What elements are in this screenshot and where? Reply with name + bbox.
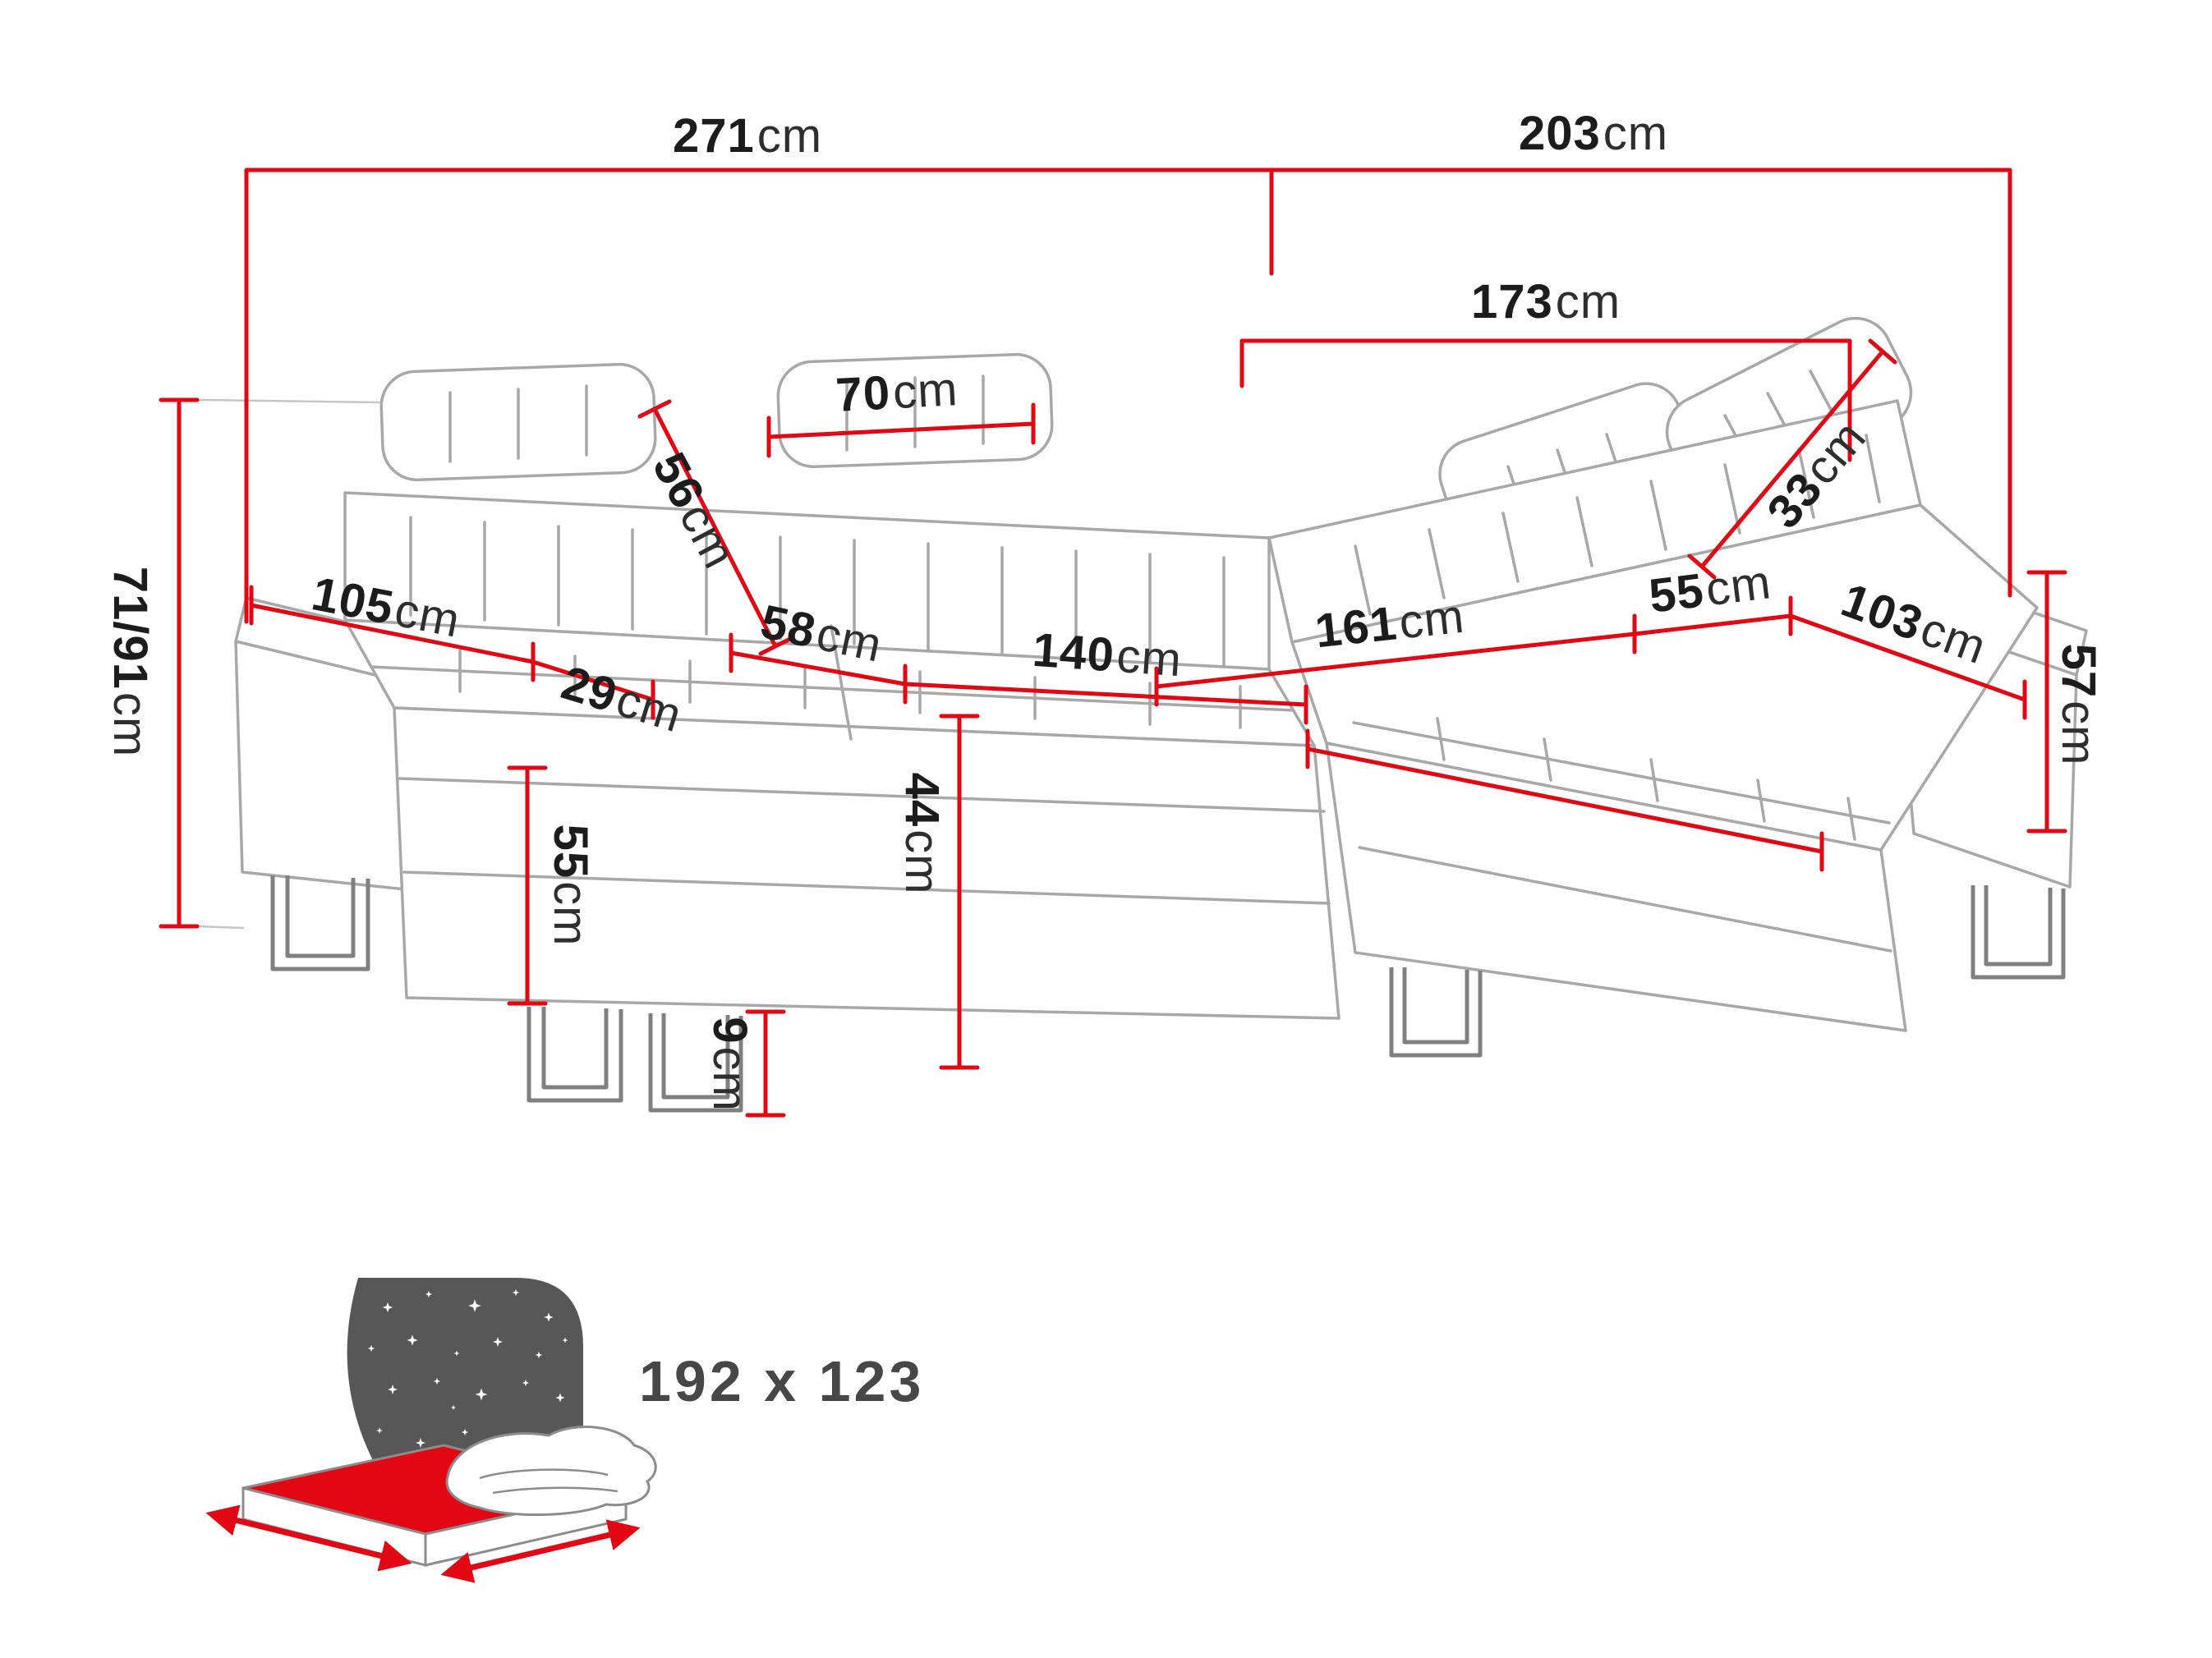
dimension-lines [159,168,2067,1118]
dim-value: 140 [1030,622,1117,682]
dim-line-105-29 [249,585,655,720]
dim-line-total [244,168,2012,624]
dim-line-9 [745,1009,786,1118]
dim-headrest-width: 70cm [834,362,959,422]
dim-unit: cm [756,109,823,163]
bed-sleeping-area-icon [205,1278,657,1583]
dim-value: 57 [2052,643,2105,699]
length-arrow [440,1519,641,1583]
dim-line-58-140 [729,632,1308,725]
dim-unit: cm [1603,107,1669,160]
dim-line-57 [2026,570,2067,834]
dim-line-70 [766,402,1036,458]
night-sky-shape [347,1278,583,1481]
dim-line-55-left [507,765,548,1006]
dim-unit: cm [703,1046,756,1112]
front-face-left [393,706,1341,1020]
dim-total-depth: 203cm [1519,110,1668,158]
dim-value: 173 [1470,275,1553,328]
dim-leg-height: 9cm [703,1017,756,1112]
dim-unit: cm [1703,555,1774,617]
leg-chaise [1389,967,1483,1058]
dim-value: 203 [1518,107,1601,160]
upholstery-seams [370,624,1892,953]
leg-armrest-left [270,875,370,971]
front-face-chaise [1325,742,1907,1032]
dim-unit: cm [1396,589,1467,650]
dim-value: 9 [703,1017,756,1045]
dim-armrest-height-right: 57cm [2052,643,2105,766]
dim-unit: cm [1555,275,1621,328]
dim-back-height: 71/91cm [103,566,157,758]
dim-value: 44 [895,772,949,828]
sleeping-area-size: 192 x 123 [639,1353,924,1410]
seat-right [1290,503,2039,852]
leg-front-2 [648,1013,743,1113]
blanket-folds [479,1468,619,1495]
dim-line-161-55-103 [1154,595,2027,720]
dim-value: 161 [1312,596,1400,659]
dim-seat-width: 140cm [1031,623,1184,687]
seat-right-tufting [1436,717,1856,841]
dim-total-width: 271cm [673,113,822,160]
sofa-illustration [197,316,2088,1032]
dim-base-height: 55cm [544,824,597,947]
dim-line-173 [1239,338,1852,462]
dim-unit: cm [2052,700,2105,766]
dim-value: 70 [834,365,892,422]
dim-unit: cm [544,881,597,947]
dim-line-56 [637,399,793,656]
sleeping-area-value: 192 x 123 [639,1349,925,1413]
sofa-legs [270,875,2066,1113]
leg-armrest-right [1971,885,2066,980]
dim-value: 55 [1646,563,1708,623]
dim-line-44 [939,714,980,1070]
dim-line-33 [1687,338,1897,580]
dim-value: 71/91 [103,566,157,690]
dim-seat-height: 44cm [895,773,949,895]
width-arrow [205,1504,412,1572]
dim-value: 58 [756,595,821,659]
extension-lines [197,398,381,930]
dim-unit: cm [891,362,959,420]
backrest-left-tufting [409,516,1226,668]
leg-front-1 [527,1007,623,1103]
dim-line-71-91 [159,397,200,929]
dim-unit: cm [895,829,949,895]
dim-value: 271 [672,109,755,163]
dim-unit: cm [1115,628,1184,687]
size-arrows [205,1504,641,1583]
dim-line-102 [1305,728,1824,872]
dim-unit: cm [103,691,157,758]
backrest-right-tufting [1354,434,1881,616]
dim-chaise-depth-inner: 173cm [1471,278,1621,326]
dim-value: 55 [544,824,597,880]
